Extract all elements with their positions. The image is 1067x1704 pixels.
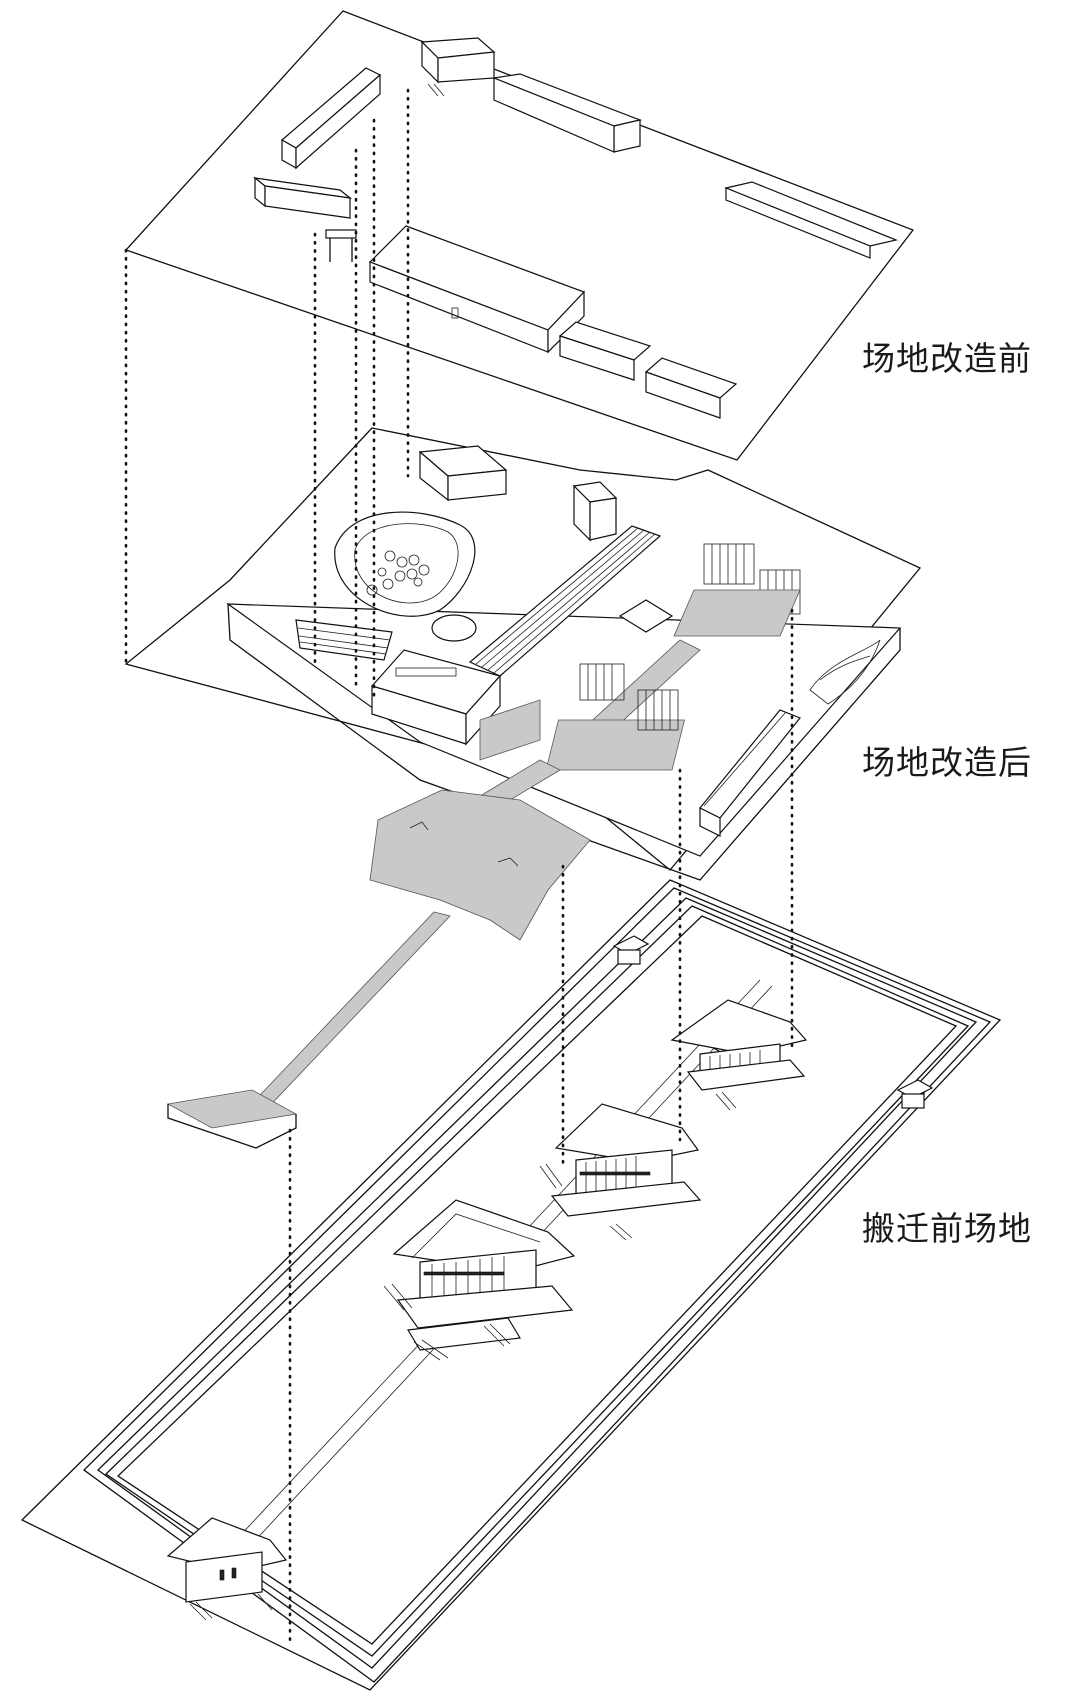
courtyard-trees (366, 550, 430, 596)
label-before-renovation: 场地改造前 (862, 339, 1032, 378)
colonnade-hatch (479, 699, 541, 761)
building-right-wing (699, 709, 801, 837)
alignment-leaders (124, 88, 794, 1642)
building-gallery-hall (370, 649, 502, 746)
building-small-hall-b (644, 357, 738, 419)
building-barracks-b (252, 176, 353, 219)
plaza-paving-right (673, 589, 801, 637)
frame-structure-c (703, 543, 755, 585)
frame-structure-b (637, 689, 679, 731)
lower-paved-court (369, 789, 591, 941)
building-slab-right (724, 181, 898, 259)
plane-before-relocation (20, 879, 1002, 1691)
temple-hall-3 (383, 1199, 576, 1361)
building-small-hall-a (558, 321, 652, 381)
diamond-pool (618, 599, 674, 633)
long-pergola (468, 525, 662, 677)
building-barracks-a (280, 67, 382, 170)
layer-before-renovation (124, 10, 915, 461)
label-after-renovation: 场地改造后 (862, 743, 1032, 782)
building-top-pavilion (420, 37, 496, 97)
building-long-shed-top (491, 73, 643, 153)
wall-gate-right (896, 1079, 934, 1109)
layer-after-renovation (124, 427, 922, 941)
circular-opening (431, 614, 477, 642)
frame-structure-a (579, 663, 625, 701)
wall-gate-left (612, 935, 650, 965)
building-large-hall (368, 225, 586, 354)
bridge-and-platform (166, 911, 451, 1149)
building-gate (325, 229, 357, 262)
building-renovated-pavilion (418, 445, 508, 502)
temple-hall-1 (670, 999, 808, 1111)
temple-gate-hall (166, 1517, 288, 1621)
building-tower-block (572, 481, 618, 542)
layer-before-relocation (20, 879, 1002, 1691)
temple-hall-2 (539, 1103, 702, 1241)
courtyard-ring (334, 511, 476, 617)
label-site-before-relocation: 搬迁前场地 (862, 1209, 1032, 1248)
sculpture-rocks (809, 639, 881, 705)
plane-before-renovation (124, 10, 915, 461)
